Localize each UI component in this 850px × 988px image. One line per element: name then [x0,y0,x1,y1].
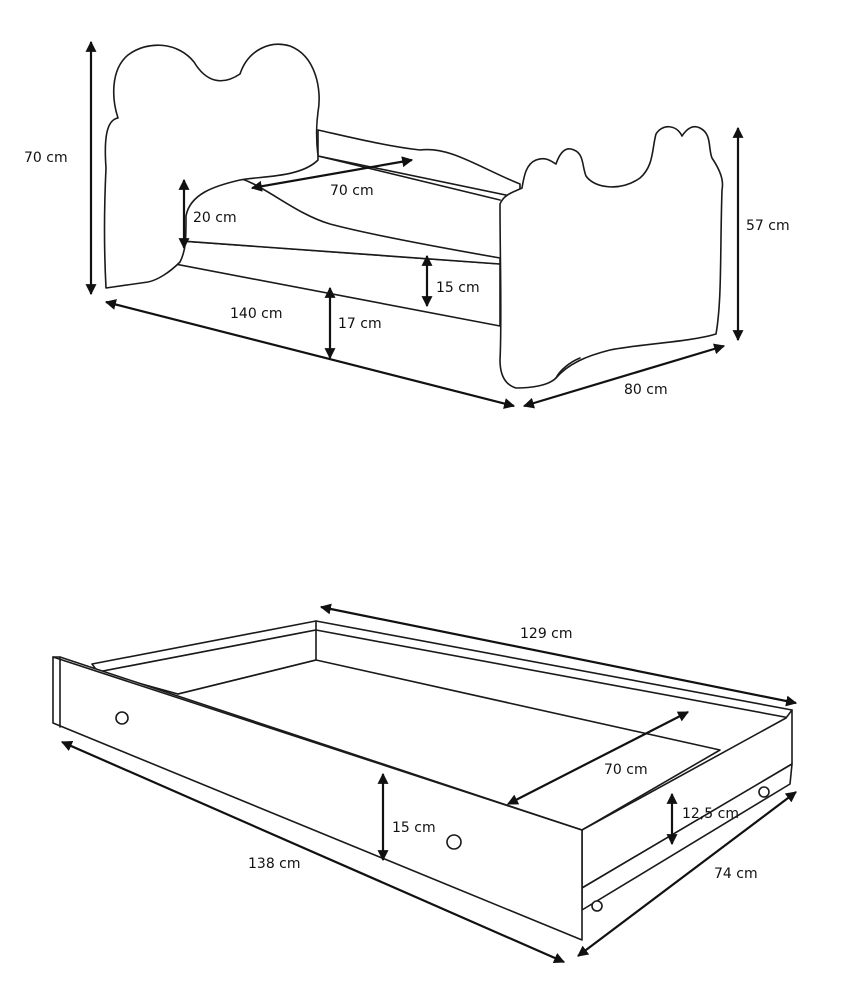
label-bed-length: 140 cm [230,306,283,322]
drawer-wheel-front [591,900,603,912]
bed-back-rail [317,129,521,199]
dim-arrow-bed-length [104,299,516,409]
label-clearance: 17 cm [338,316,382,332]
label-drawer-front-length: 138 cm [248,856,301,872]
dim-arrow-bed-width [522,343,726,409]
bed-footboard [499,125,724,389]
dim-arrow-drawer-depth [577,791,797,957]
dim-arrow-drawer-front-length [60,740,566,964]
bed-headboard [103,43,320,289]
label-drawer-depth: 74 cm [714,866,758,882]
label-rail-height: 20 cm [193,210,237,226]
label-drawer-side-height: 12,5 cm [682,806,739,822]
drawer-dimensions [60,603,798,964]
label-drawer-front-height: 15 cm [436,280,480,296]
bed-dimensions [85,40,744,409]
label-drawer-inner-width: 70 cm [604,762,648,778]
dim-arrow-drawer-outer-length [319,603,798,707]
drawer-handle-hole-right [446,834,462,850]
bed-labels: 70 cm 57 cm 70 cm 20 cm 15 cm 140 cm 17 … [24,150,790,398]
drawer-handle-hole-left [115,711,129,725]
dim-arrow-mattress-width [250,156,414,192]
label-mattress-width: 70 cm [330,183,374,199]
drawer-front-panel [52,656,583,941]
label-drawer-front-height: 15 cm [392,820,436,836]
label-bed-width: 80 cm [624,382,668,398]
label-drawer-outer-length: 129 cm [520,626,573,642]
label-bed-height: 70 cm [24,150,68,166]
drawer-labels: 129 cm 70 cm 12,5 cm 15 cm 138 cm 74 cm [248,626,758,882]
drawer-wheel-back [758,786,770,798]
drawer-drawing [52,620,793,941]
label-bed-foot-height: 57 cm [746,218,790,234]
